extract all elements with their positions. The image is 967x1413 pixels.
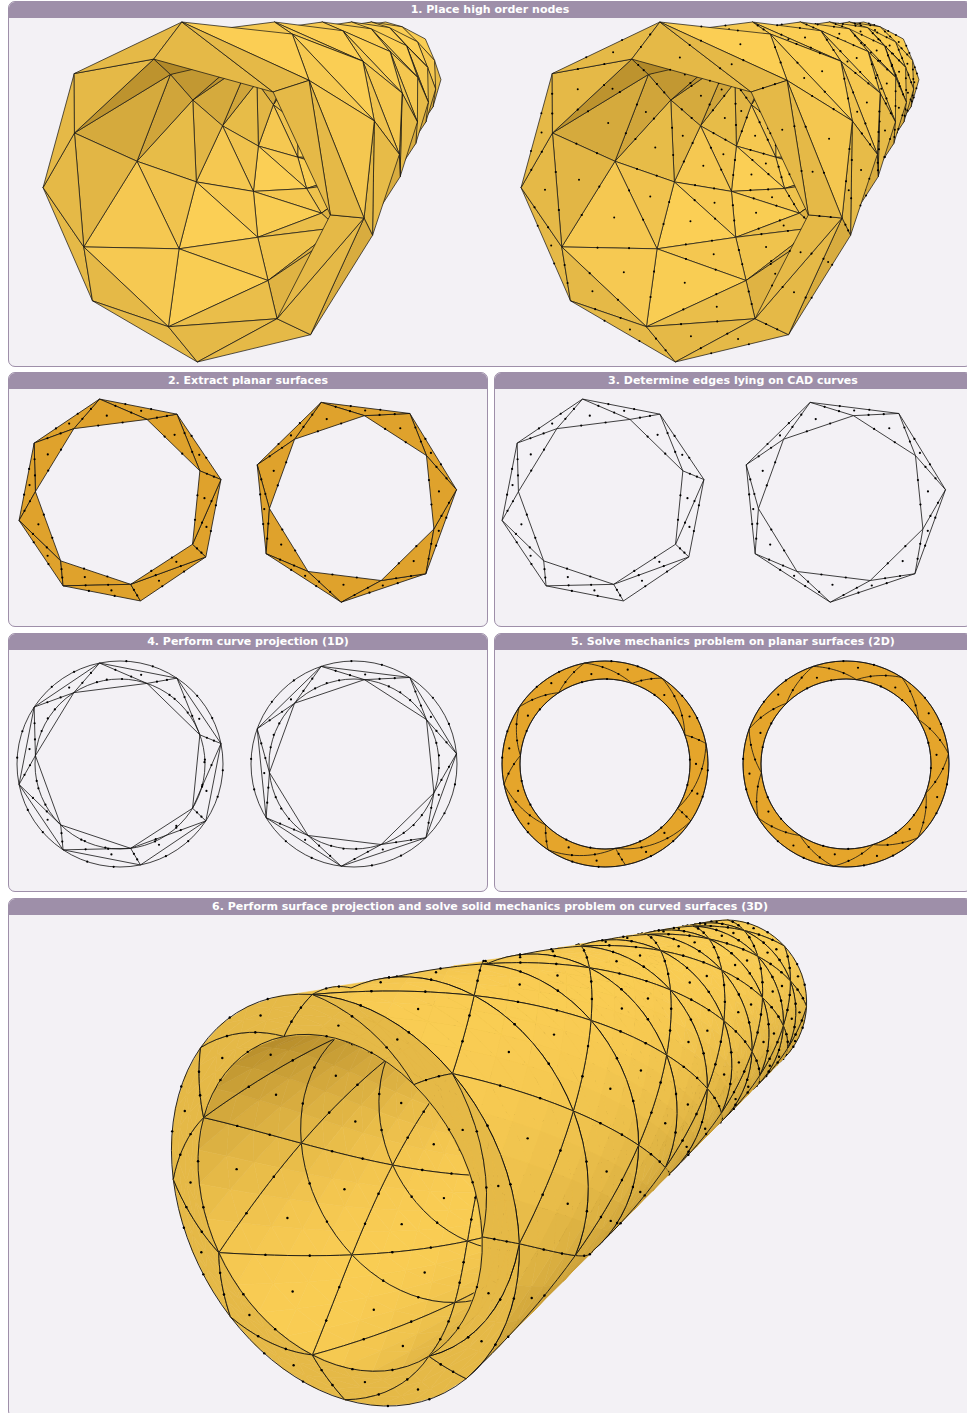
figure-stage: 1. Place high order nodes2. Extract plan… xyxy=(0,0,967,1413)
